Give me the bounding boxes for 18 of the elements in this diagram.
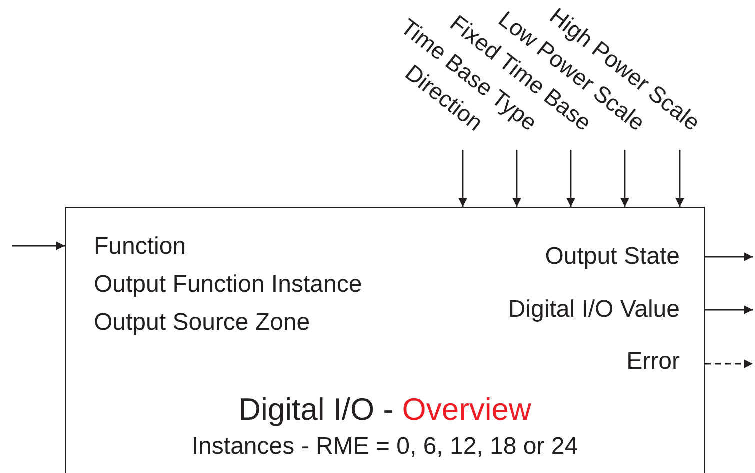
arrow: [620, 150, 630, 207]
arrow: [705, 306, 753, 314]
input-name: Output Source Zone: [94, 311, 310, 335]
arrow: [705, 360, 753, 368]
output-name: Digital I/O Value: [508, 298, 680, 322]
output-name: Output State: [545, 245, 680, 269]
instances-note: Instances - RME = 0, 6, 12, 18 or 24: [190, 435, 580, 459]
function-block: [65, 207, 705, 473]
arrow: [12, 242, 65, 250]
block-title: Digital I/O - Overview: [238, 394, 532, 425]
arrow: [512, 150, 522, 207]
arrow: [676, 150, 684, 207]
input-name: Output Function Instance: [94, 273, 362, 297]
input-name: Function: [94, 235, 186, 259]
output-name: Error: [626, 350, 680, 374]
arrow: [458, 150, 468, 207]
arrow: [705, 252, 753, 262]
arrow: [566, 150, 576, 207]
